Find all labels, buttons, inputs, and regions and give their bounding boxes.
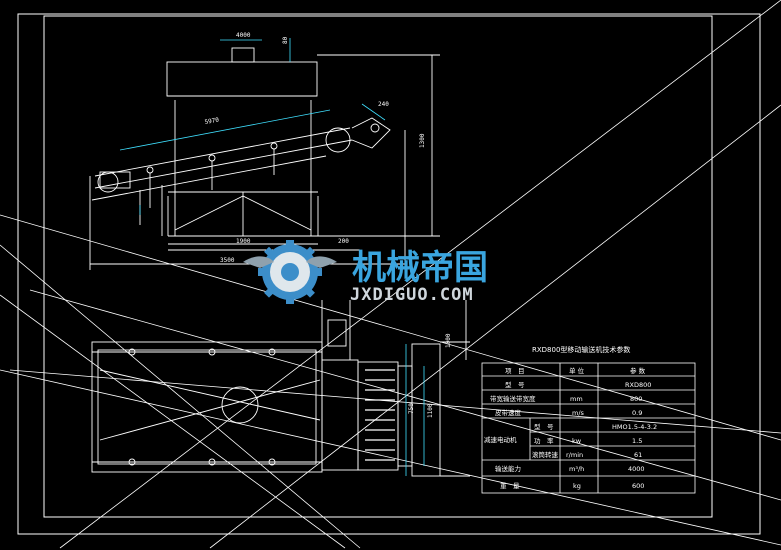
spec-row-item: 重 量 xyxy=(500,482,520,490)
watermark: 机械帝国 JXDIGUO.COM xyxy=(243,240,488,305)
dim-label: 80 xyxy=(282,36,289,44)
spec-header-unit: 单 位 xyxy=(569,366,585,375)
spec-row-item: 带宽输送带宽度 xyxy=(490,394,536,403)
spec-row-value: 0.9 xyxy=(632,409,642,417)
dim-label: 4000 xyxy=(236,32,251,39)
dim-label: 750 xyxy=(408,403,415,414)
dimension-labels-bottom: 1000 1100 750 xyxy=(408,333,452,418)
side-elevation-view xyxy=(89,47,440,270)
spec-table: RXD800型移动输送机技术参数 项 目 单 位 参 数 型 号 RXD800 … xyxy=(481,345,696,494)
spec-row-item: 输送能力 xyxy=(495,464,521,473)
inner-border xyxy=(43,15,713,518)
spec-row-unit: m³/h xyxy=(569,465,584,473)
outer-border xyxy=(17,13,761,535)
spec-row-item: 滚筒转速 xyxy=(532,450,559,459)
spec-row-item: 型 号 xyxy=(534,422,554,431)
dim-label: 240 xyxy=(378,101,389,108)
spec-table-title: RXD800型移动输送机技术参数 xyxy=(532,345,630,354)
dim-label: 1000 xyxy=(445,333,452,348)
spec-row-value: 1.5 xyxy=(632,437,642,445)
watermark-en-text: JXDIGUO.COM xyxy=(350,285,474,305)
spec-group-label: 减速电动机 xyxy=(484,435,517,444)
dim-label: 3500 xyxy=(220,257,235,264)
spec-row-unit: kg xyxy=(573,482,581,490)
spec-row-unit: r/min xyxy=(566,451,583,459)
dim-label: 1900 xyxy=(236,238,251,245)
spec-row-value: 4000 xyxy=(628,465,645,473)
spec-row-value: 61 xyxy=(634,451,642,459)
plan-view xyxy=(91,300,470,477)
dim-label: 200 xyxy=(338,238,349,245)
dimension-accents xyxy=(119,38,386,215)
dim-label: 5970 xyxy=(204,116,220,125)
dim-label: 1100 xyxy=(427,403,434,418)
spec-row-unit: mm xyxy=(570,395,583,403)
spec-row-unit: m/s xyxy=(572,409,585,417)
gear-logo-icon xyxy=(243,240,337,304)
spec-row-value: 600 xyxy=(632,482,644,490)
spec-row-item: 型 号 xyxy=(505,380,525,389)
spec-row-value: HMO1.5-4-3.2 xyxy=(612,423,657,431)
watermark-cn-text: 机械帝国 xyxy=(352,248,488,288)
spec-row-unit: kw xyxy=(572,437,582,445)
spec-row-item: 功 率 xyxy=(534,436,554,445)
dim-label: 1300 xyxy=(419,133,426,148)
spec-row-value: 800 xyxy=(630,395,642,403)
spec-row-item: 皮带速度 xyxy=(495,408,522,417)
spec-header-value: 参 数 xyxy=(630,366,646,375)
spec-row-value: RXD800 xyxy=(625,381,651,389)
spec-header-item: 项 目 xyxy=(505,367,525,375)
dimension-labels-top: 4000 80 5970 240 1300 1900 200 3500 xyxy=(204,32,426,264)
plan-dim-accents xyxy=(405,344,425,476)
